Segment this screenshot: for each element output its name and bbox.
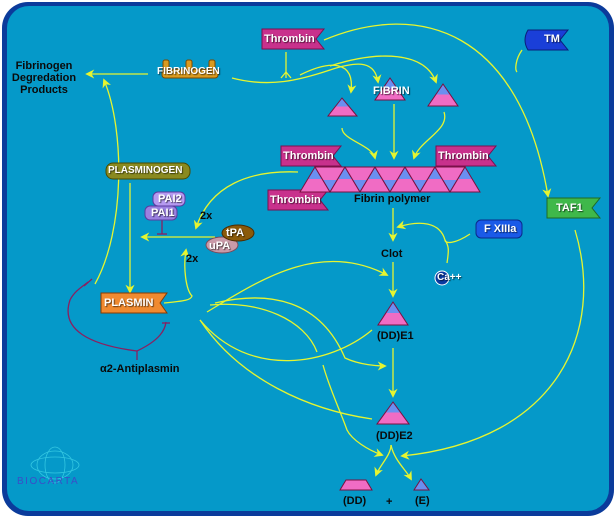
- taf1-label: TAF1: [556, 202, 583, 214]
- fibrin-label: FIBRIN: [373, 85, 410, 97]
- e-node[interactable]: [413, 478, 430, 491]
- clot-label: Clot: [381, 248, 403, 260]
- arrow-plasmin-lines-b: [322, 364, 384, 457]
- thrombin-right-top-label: Thrombin: [438, 150, 489, 162]
- thrombin-left-top-label: Thrombin: [283, 150, 334, 162]
- arrow-plasmin-to-dde1: [214, 297, 387, 371]
- thrombin-polymer-left-top[interactable]: [280, 145, 343, 167]
- arrow-plasmin-feedback: [163, 248, 193, 304]
- plasminogen-label: PLASMINOGEN: [108, 165, 183, 176]
- fxiiia-label: F XIIIa: [484, 223, 517, 235]
- upa-node[interactable]: [205, 236, 239, 254]
- fibrin-monomer-right[interactable]: [427, 83, 459, 107]
- inhibit-antiplasmin-left: [67, 281, 138, 352]
- thrombin-top-label: Thrombin: [264, 33, 315, 45]
- arrow-calcium: [444, 239, 449, 264]
- arrow-dde2-to-e: [390, 444, 412, 481]
- taf1-node[interactable]: [546, 197, 602, 219]
- dde1-label: (DD)E1: [377, 330, 414, 342]
- fdp-label: Fibrinogen Degredation Products: [8, 60, 80, 96]
- fxiiia-node[interactable]: [475, 219, 523, 239]
- arrow-to-triangle-left: [299, 64, 357, 94]
- fdp-label-line1: Fibrinogen: [15, 60, 73, 72]
- pai1-node[interactable]: [144, 205, 178, 221]
- fdp-label-line2: Degredation: [11, 72, 77, 84]
- calcium-node[interactable]: [434, 270, 450, 286]
- arrow-triangle-left-to-polymer: [341, 127, 378, 160]
- arrow-triangle-right-to-polymer: [411, 111, 446, 160]
- arrow-tm: [515, 49, 523, 73]
- dde2-node[interactable]: [376, 401, 410, 425]
- fibrin-polymer-node[interactable]: [299, 166, 481, 193]
- plus-label: +: [386, 496, 393, 508]
- upa-label: uPA: [209, 240, 231, 252]
- plasmin-node[interactable]: [100, 292, 168, 314]
- fibrinogen-label: FIBRINOGEN: [157, 66, 220, 77]
- biocarta-logo-text: BIOCARTA: [17, 476, 80, 487]
- plasminogen-node[interactable]: [105, 162, 191, 180]
- arrow-polymer-to-activation: [193, 171, 299, 230]
- fibrin-monomer-left[interactable]: [326, 97, 359, 117]
- plasmin-label: PLASMIN: [104, 297, 154, 309]
- dd-label: (DD): [343, 495, 367, 507]
- arrow-plasmin-to-dde1-from-left: [199, 319, 373, 362]
- fibrin-monomer-center[interactable]: [374, 77, 406, 101]
- pai2-label: PAI2: [158, 193, 182, 205]
- tpa-label: tPA: [226, 227, 245, 239]
- dde2-label: (DD)E2: [376, 430, 413, 442]
- fdp-label-line3: Products: [20, 84, 68, 96]
- tpa-node[interactable]: [221, 224, 255, 242]
- thrombin-left-bottom-label: Thrombin: [270, 194, 321, 206]
- arrow-fibrinogen-to-fibrin: [231, 63, 382, 84]
- fibrin-polymer-label: Fibrin polymer: [354, 193, 431, 205]
- pai1-label: PAI1: [151, 207, 175, 219]
- arrow-plasmin-to-fdp: [94, 78, 120, 285]
- arrows: [85, 23, 585, 481]
- biocarta-logo: [30, 446, 80, 484]
- diagram-background: [7, 6, 609, 511]
- thrombin-polymer-right-top[interactable]: [435, 145, 498, 167]
- arrow-dde2-to-fragments: [374, 444, 392, 477]
- e-label: (E): [415, 495, 430, 507]
- thrombin-top[interactable]: [261, 28, 326, 50]
- antiplasmin-label: α2-Antiplasmin: [100, 363, 180, 375]
- arrow-plasmin-to-dde2: [199, 319, 373, 420]
- arrow-thrombin-to-taf1: [323, 23, 552, 198]
- arrow-taf1-to-fragments: [400, 229, 585, 460]
- tm-label: TM: [544, 33, 560, 45]
- two-x-top-label: 2x: [200, 210, 213, 222]
- inhibition-lines: [67, 220, 170, 360]
- fibrinogen-node[interactable]: [161, 59, 219, 79]
- dd-node[interactable]: [339, 479, 373, 491]
- tm-node[interactable]: [524, 29, 570, 51]
- arrow-plasmin-lines-a: [209, 303, 318, 353]
- two-x-bottom-label: 2x: [186, 253, 199, 265]
- arrow-to-triangle-right: [329, 55, 438, 84]
- inhibit-antiplasmin-right: [136, 321, 167, 352]
- calcium-label: Ca++: [437, 272, 462, 283]
- dde1-node[interactable]: [377, 301, 409, 326]
